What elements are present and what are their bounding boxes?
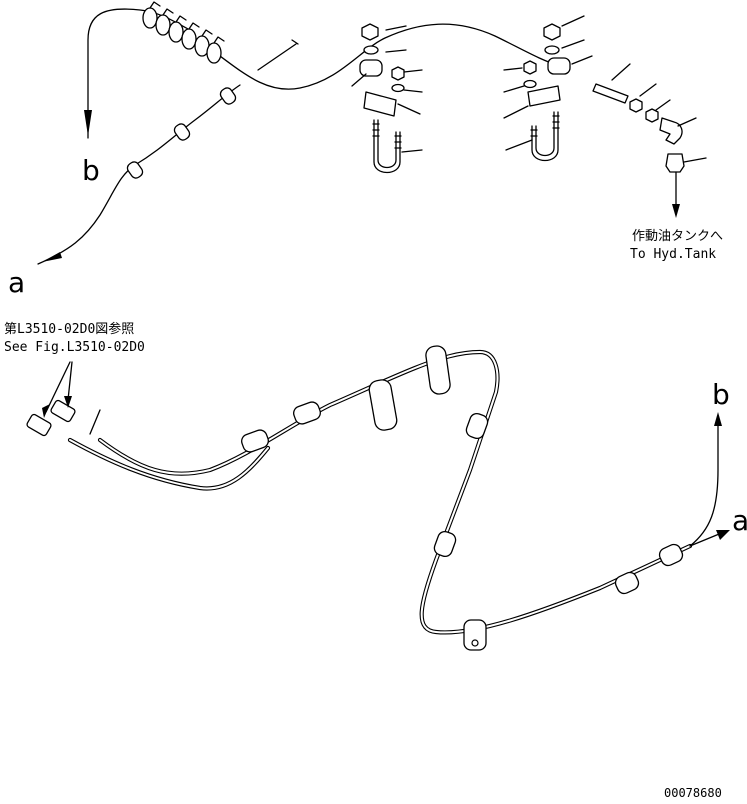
label-a-top: a	[8, 266, 25, 299]
nut-icon	[391, 66, 405, 81]
mount-left	[351, 23, 423, 174]
hose-clamps-upper	[126, 87, 237, 179]
hose-line-main	[204, 23, 561, 90]
line-to-b-bottom	[689, 419, 719, 547]
tank-fittings	[592, 63, 707, 218]
clamp-icon	[547, 57, 571, 75]
lower-pipe-assembly	[26, 345, 730, 651]
pipe-icon	[592, 83, 629, 104]
fitting-icon	[645, 108, 659, 123]
nut-icon	[543, 23, 561, 41]
tank-note-ja: 作動油タンクへ	[632, 229, 723, 244]
elbow-icon	[659, 117, 683, 145]
arrow-tank	[672, 204, 680, 218]
washer-icon	[363, 45, 379, 55]
u-bolt-loop-icon	[425, 345, 451, 395]
arrow-a-top	[42, 252, 62, 262]
arrow-b-bottom	[714, 412, 722, 426]
washer-icon	[544, 45, 560, 55]
u-bolt-icon	[373, 119, 401, 174]
label-b-top: b	[82, 154, 100, 187]
pipe-clamps-lower	[241, 401, 684, 651]
clamp-stack	[142, 1, 225, 64]
ref-note-en: See Fig.L3510-02D0	[4, 340, 145, 355]
nut-icon	[361, 23, 379, 41]
u-bolt-loop-icon	[368, 379, 398, 431]
drawing-number: 00078680	[664, 786, 722, 800]
steel-pipe	[97, 349, 693, 635]
leader-top	[257, 39, 299, 71]
clamp-icon	[359, 59, 383, 77]
washer-icon	[391, 83, 405, 93]
washer-icon	[523, 79, 537, 89]
reference-fittings	[26, 361, 101, 437]
adapter-icon	[665, 153, 685, 173]
u-bolt-icon	[531, 111, 559, 162]
arrow-b-top	[84, 110, 92, 136]
upper-hose-assembly	[37, 1, 707, 265]
label-a-bottom: a	[732, 504, 747, 537]
label-b-bottom: b	[712, 378, 730, 411]
plate-icon	[527, 85, 561, 107]
ref-note-ja: 第L3510-02D0図参照	[4, 321, 134, 337]
tank-note-en: To Hyd.Tank	[630, 247, 716, 262]
nut-icon	[629, 98, 643, 113]
mount-right	[503, 15, 593, 162]
arrow-a-bottom	[716, 530, 730, 540]
fitting-icon	[50, 399, 76, 423]
plate-icon	[363, 91, 397, 117]
fitting-icon	[26, 413, 52, 437]
nut-icon	[523, 60, 537, 75]
